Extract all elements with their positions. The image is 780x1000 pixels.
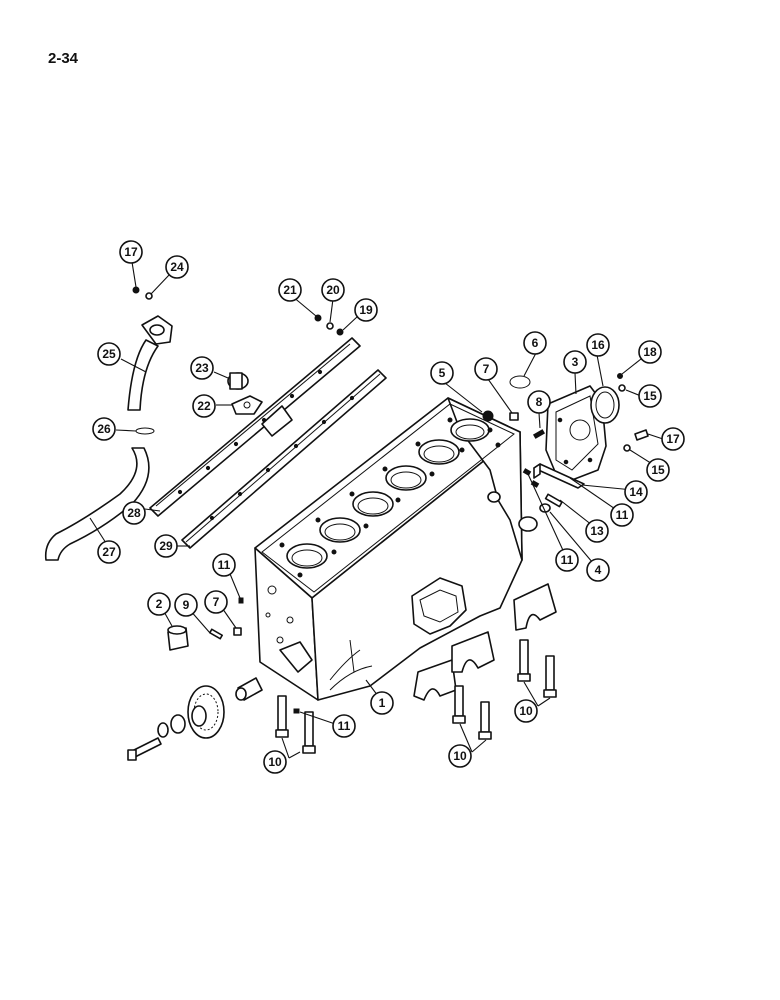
callout-14: 14	[624, 480, 648, 504]
callout-label: 2	[156, 597, 163, 611]
callout-label: 8	[536, 395, 543, 409]
callout-28: 28	[122, 501, 146, 525]
callout-15: 15	[646, 458, 670, 482]
callout-10: 10	[448, 744, 472, 768]
callout-20: 20	[321, 278, 345, 302]
callout-label: 11	[338, 719, 351, 733]
callout-label: 21	[283, 283, 297, 297]
callout-label: 5	[439, 366, 446, 380]
callout-10: 10	[263, 750, 287, 774]
callout-25: 25	[97, 342, 121, 366]
callout-label: 24	[170, 260, 184, 274]
camshaft-gear-assembly	[127, 597, 300, 761]
callout-22: 22	[192, 394, 216, 418]
callout-29: 29	[154, 534, 178, 558]
callout-label: 29	[159, 539, 173, 553]
callout-5: 5	[430, 361, 454, 385]
page-number: 2-34	[48, 50, 79, 67]
callout-label: 11	[561, 553, 574, 567]
hose-clamp	[135, 427, 155, 435]
callout-label: 6	[532, 336, 539, 350]
rear-seal-retainer-parts	[522, 463, 585, 513]
callout-label: 28	[127, 506, 141, 520]
callout-label: 7	[483, 362, 490, 376]
callout-label: 10	[268, 755, 282, 769]
callout-label: 20	[326, 283, 340, 297]
callout-7: 7	[204, 590, 228, 614]
callout-6: 6	[523, 331, 547, 355]
callout-23: 23	[190, 356, 214, 380]
callout-label: 17	[124, 245, 138, 259]
thermostat-parts	[227, 314, 344, 415]
cap-bolts	[275, 639, 557, 754]
callout-label: 9	[183, 598, 190, 612]
callout-19: 19	[354, 298, 378, 322]
side-cover-plate	[149, 337, 361, 517]
callout-17: 17	[661, 427, 685, 451]
callout-18: 18	[638, 340, 662, 364]
head-bolt-holes	[279, 417, 501, 578]
callout-label: 16	[591, 338, 605, 352]
callout-4: 4	[586, 558, 610, 582]
callout-8: 8	[527, 390, 551, 414]
callout-27: 27	[97, 540, 121, 564]
cylinder-bores	[286, 418, 490, 569]
callout-11: 11	[610, 503, 634, 527]
callout-label: 14	[629, 485, 643, 499]
water-outlet-elbow	[127, 286, 173, 411]
callout-label: 17	[666, 432, 680, 446]
callout-2: 2	[147, 592, 171, 616]
callout-24: 24	[165, 255, 189, 279]
callout-label: 22	[197, 399, 211, 413]
cylinder-block	[254, 397, 538, 701]
rear-cover-assembly	[482, 373, 649, 481]
callout-label: 7	[213, 595, 220, 609]
callout-1: 1	[370, 691, 394, 715]
callout-label: 11	[218, 558, 231, 572]
callout-label: 10	[453, 749, 467, 763]
callout-7: 7	[474, 357, 498, 381]
callout-label: 13	[590, 524, 604, 538]
callout-17: 17	[119, 240, 143, 264]
callout-9: 9	[174, 593, 198, 617]
callout-21: 21	[278, 278, 302, 302]
callout-label: 1	[379, 696, 386, 710]
callouts: 17 24 21 20 19 25 23 22 26 28 27 29 5 7 …	[89, 240, 685, 774]
callout-11: 11	[212, 553, 236, 577]
callout-label: 3	[572, 355, 579, 369]
callout-label: 11	[616, 508, 629, 522]
callout-label: 15	[643, 389, 657, 403]
callout-label: 18	[643, 345, 657, 359]
callout-label: 10	[519, 704, 533, 718]
callout-label: 23	[195, 361, 209, 375]
callout-label: 15	[651, 463, 665, 477]
callout-label: 25	[102, 347, 116, 361]
callout-3: 3	[563, 350, 587, 374]
callout-label: 19	[359, 303, 373, 317]
callout-label: 27	[102, 545, 116, 559]
callout-11: 11	[332, 714, 356, 738]
callout-15: 15	[638, 384, 662, 408]
callout-11: 11	[555, 548, 579, 572]
callout-label: 26	[97, 422, 111, 436]
main-bearing-caps	[275, 583, 557, 754]
callout-13: 13	[585, 519, 609, 543]
side-cover-gasket	[181, 369, 387, 549]
callout-26: 26	[92, 417, 116, 441]
callout-label: 4	[595, 563, 602, 577]
callout-10: 10	[514, 699, 538, 723]
callout-16: 16	[586, 333, 610, 357]
